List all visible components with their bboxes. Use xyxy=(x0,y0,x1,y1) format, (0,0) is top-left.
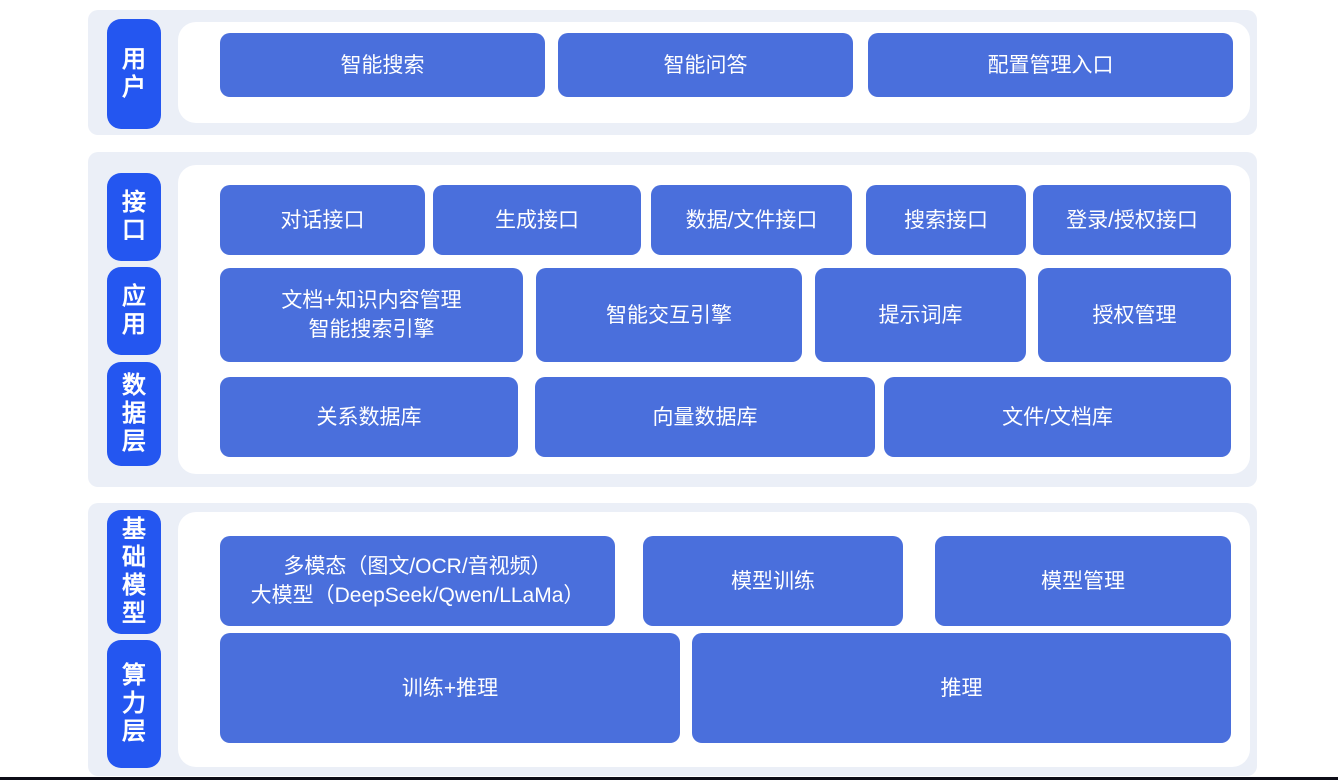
panel-bottom: 多模态（图文/OCR/音视频） 大模型（DeepSeek/Qwen/LLaMa）… xyxy=(178,512,1250,767)
box-vector-db: 向量数据库 xyxy=(535,377,875,457)
box-prompt-library: 提示词库 xyxy=(815,268,1026,362)
layer-band-middle: 接口 应用 数据层 对话接口 生成接口 数据/文件接口 搜索接口 登录/授权接口… xyxy=(88,152,1257,487)
box-search-api: 搜索接口 xyxy=(866,185,1026,255)
bottom-border-line xyxy=(0,777,1338,780)
layer-band-bottom: 基础模型 算力层 多模态（图文/OCR/音视频） 大模型（DeepSeek/Qw… xyxy=(88,503,1257,776)
layer-pill-data: 数据层 xyxy=(107,362,161,466)
box-intelligent-qa: 智能问答 xyxy=(558,33,853,97)
box-model-training: 模型训练 xyxy=(643,536,903,626)
row-compute: 训练+推理 推理 xyxy=(220,633,1231,743)
box-relational-db: 关系数据库 xyxy=(220,377,518,457)
box-generation-api: 生成接口 xyxy=(433,185,641,255)
panel-middle: 对话接口 生成接口 数据/文件接口 搜索接口 登录/授权接口 文档+知识内容管理… xyxy=(178,165,1250,474)
box-training-inference: 训练+推理 xyxy=(220,633,680,743)
row-user-entries: 智能搜索 智能问答 配置管理入口 xyxy=(220,33,1233,97)
row-foundation-model: 多模态（图文/OCR/音视频） 大模型（DeepSeek/Qwen/LLaMa）… xyxy=(220,536,1231,626)
layer-pill-foundation-model: 基础模型 xyxy=(107,510,161,634)
box-file-doc-store: 文件/文档库 xyxy=(884,377,1231,457)
box-multimodal-llm: 多模态（图文/OCR/音视频） 大模型（DeepSeek/Qwen/LLaMa） xyxy=(220,536,615,626)
row-api: 对话接口 生成接口 数据/文件接口 搜索接口 登录/授权接口 xyxy=(220,185,1231,255)
layer-pill-compute: 算力层 xyxy=(107,640,161,768)
layer-band-user: 用户 智能搜索 智能问答 配置管理入口 xyxy=(88,10,1257,135)
layer-pill-application: 应用 xyxy=(107,267,161,355)
box-intelligent-search: 智能搜索 xyxy=(220,33,545,97)
box-interaction-engine: 智能交互引擎 xyxy=(536,268,802,362)
box-config-management-entry: 配置管理入口 xyxy=(868,33,1233,97)
layer-pill-user: 用户 xyxy=(107,19,161,129)
box-auth-management: 授权管理 xyxy=(1038,268,1231,362)
box-dialog-api: 对话接口 xyxy=(220,185,425,255)
box-model-management: 模型管理 xyxy=(935,536,1231,626)
row-data: 关系数据库 向量数据库 文件/文档库 xyxy=(220,377,1231,457)
box-login-auth-api: 登录/授权接口 xyxy=(1033,185,1231,255)
box-data-file-api: 数据/文件接口 xyxy=(651,185,852,255)
box-inference: 推理 xyxy=(692,633,1231,743)
row-application: 文档+知识内容管理 智能搜索引擎 智能交互引擎 提示词库 授权管理 xyxy=(220,268,1231,362)
layer-pill-api: 接口 xyxy=(107,173,161,261)
box-doc-knowledge-search-engine: 文档+知识内容管理 智能搜索引擎 xyxy=(220,268,523,362)
panel-user: 智能搜索 智能问答 配置管理入口 xyxy=(178,22,1250,123)
